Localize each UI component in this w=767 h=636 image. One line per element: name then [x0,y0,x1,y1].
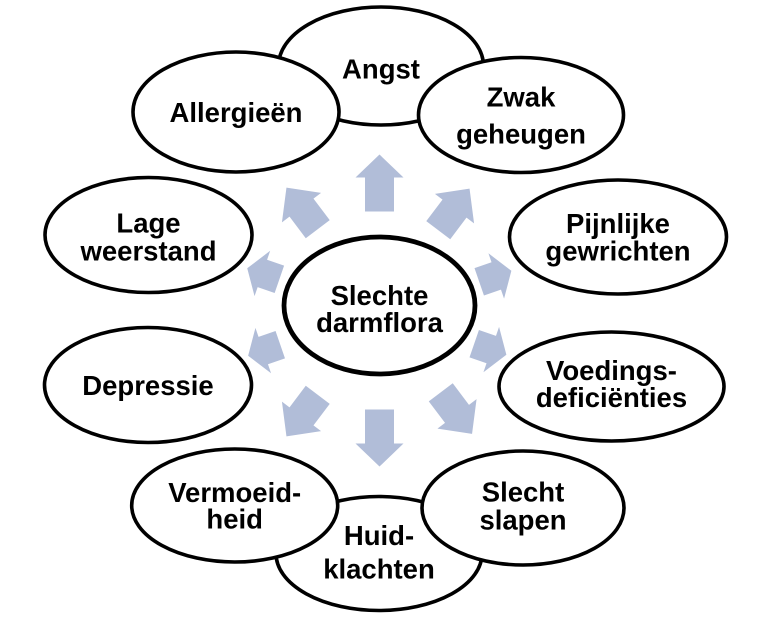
node-zwak-geheugen-label-line2: geheugen [456,119,586,150]
node-zwak-geheugen: Zwak geheugen [416,55,626,175]
node-allergieen-label-line1: Allergieën [170,97,303,128]
node-slechte-darmflora-label-line2: darmflora [316,307,444,338]
node-zwak-geheugen-ellipse [416,55,626,175]
arrow-right-up [474,253,512,299]
arrow-up-left [281,187,330,239]
arrow-left-down [248,327,285,374]
arrow-down-right [428,383,477,434]
node-pijnlijke-gewrichten-label-line2: gewrichten [545,236,690,267]
node-voedings-deficienties-label-line1: Voedings- [546,355,677,386]
node-pijnlijke-gewrichten-ellipse [507,178,729,296]
node-depressie-ellipse [42,325,254,445]
node-vermoeid-heid: Vermoeid-heid [129,447,340,564]
node-huid-klachten-label-line2: klachten [323,553,435,584]
node-allergieen-ellipse [131,50,341,174]
node-huid-klachten-label-line1: Huid- [344,520,414,551]
node-vermoeid-heid-label-line1: Vermoeid- [168,477,301,508]
arrow-right-down [469,326,507,373]
node-slecht-slapen-label-line2: slapen [479,504,566,535]
node-allergieen: Allergieën [131,50,341,174]
node-voedings-deficienties-ellipse [497,330,726,443]
node-voedings-deficienties: Voedings-deficiënties [497,330,726,443]
arrow-left-up [247,250,285,297]
node-slechte-darmflora-ellipse [281,234,478,377]
node-zwak-geheugen-label-line1: Zwak [487,81,556,112]
arrow-up-right [426,188,475,240]
node-depressie: Depressie [42,325,254,445]
arrow-up [355,154,404,212]
node-pijnlijke-gewrichten-label-line1: Pijnlijke [566,208,670,239]
node-slechte-darmflora-label-line1: Slechte [331,280,429,311]
node-angst-label-line1: Angst [342,54,420,85]
node-lage-weerstand-label-line2: weerstand [79,235,216,266]
node-lage-weerstand-ellipse [43,175,254,295]
node-depressie-label-line1: Depressie [82,370,213,401]
node-voedings-deficienties-label-line2: deficiënties [536,382,687,413]
node-slecht-slapen-label-line1: Slecht [482,477,565,508]
node-vermoeid-heid-ellipse [129,447,340,564]
arrow-down-left [281,385,330,437]
node-slecht-slapen-ellipse [420,449,626,567]
node-vermoeid-heid-label-line2: heid [206,504,263,535]
arrow-down [355,409,404,467]
node-lage-weerstand-label-line1: Lage [116,207,180,238]
